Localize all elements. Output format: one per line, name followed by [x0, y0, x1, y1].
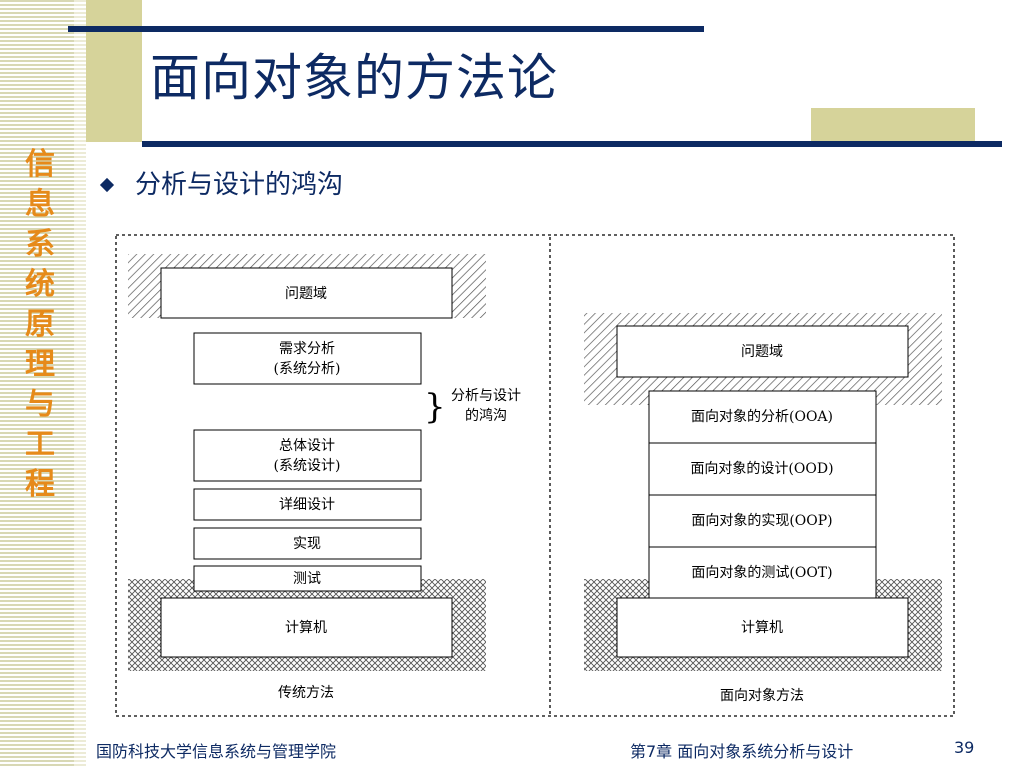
side-title-char: 工	[25, 427, 55, 462]
trad-test-box	[193, 565, 422, 592]
oo-computer-box	[616, 597, 909, 658]
oo-ooa-label: 面向对象的分析(OOA)	[691, 409, 833, 425]
trad-design-box	[193, 429, 422, 482]
oo-problem-box	[616, 325, 909, 378]
trad-test-label: 测试	[293, 571, 321, 587]
gap-brace-icon: }	[424, 387, 446, 427]
left-stripe-bar	[0, 0, 74, 768]
trad-design-line1: 总体设计	[279, 438, 335, 454]
side-title-char: 原	[25, 307, 55, 342]
trad-detail-box	[193, 488, 422, 521]
trad-requirements-line1: 需求分析	[279, 341, 335, 357]
slide-title: 面向对象的方法论	[150, 49, 558, 107]
trad-computer-label: 计算机	[285, 620, 327, 636]
oo-oop-label: 面向对象的实现(OOP)	[691, 513, 832, 529]
oo-ood-label: 面向对象的设计(OOD)	[690, 461, 833, 477]
olive-accent-block	[86, 0, 142, 142]
olive-accent-right	[811, 108, 975, 142]
gap-label-line1: 分析与设计	[451, 388, 521, 404]
footer-school: 国防科技大学信息系统与管理学院	[96, 742, 337, 761]
title-rule	[142, 141, 1002, 147]
oo-problem-label: 问题域	[741, 344, 783, 360]
top-rule	[68, 26, 704, 32]
side-title-char: 系	[25, 227, 55, 262]
trad-requirements-box	[193, 332, 422, 385]
gap-label-line2: 的鸿沟	[465, 407, 507, 424]
oo-computer-label: 计算机	[741, 620, 783, 636]
trad-requirements-line2: (系统分析)	[274, 361, 341, 377]
oo-ooa-box	[648, 390, 877, 444]
side-title-char: 理	[25, 347, 55, 382]
trad-computer-box	[160, 597, 453, 658]
trad-implement-label: 实现	[293, 536, 321, 552]
oo-ood-box	[648, 442, 877, 496]
trad-detail-label: 详细设计	[279, 497, 335, 513]
trad-caption: 传统方法	[278, 685, 334, 701]
side-title-char: 信	[25, 147, 55, 182]
side-title-char: 与	[25, 387, 55, 422]
side-title-char: 统	[25, 267, 55, 302]
side-title-char: 息	[25, 187, 55, 222]
oo-oot-box	[648, 546, 877, 600]
trad-design-line2: (系统设计)	[274, 458, 341, 474]
page-number: 39	[954, 738, 975, 757]
trad-problem-label: 问题域	[285, 286, 327, 302]
footer-chapter: 第7章 面向对象系统分析与设计	[630, 742, 854, 761]
side-title: 信 息 系 统 原 理 与 工 程	[22, 145, 58, 505]
left-stripe-bar-light	[74, 0, 86, 768]
trad-implement-box	[193, 527, 422, 560]
oo-oot-label: 面向对象的测试(OOT)	[691, 565, 832, 581]
trad-problem-box	[160, 267, 453, 319]
bullet-text: 分析与设计的鸿沟	[135, 170, 344, 200]
side-title-char: 程	[25, 467, 55, 502]
oo-caption: 面向对象方法	[720, 688, 804, 704]
